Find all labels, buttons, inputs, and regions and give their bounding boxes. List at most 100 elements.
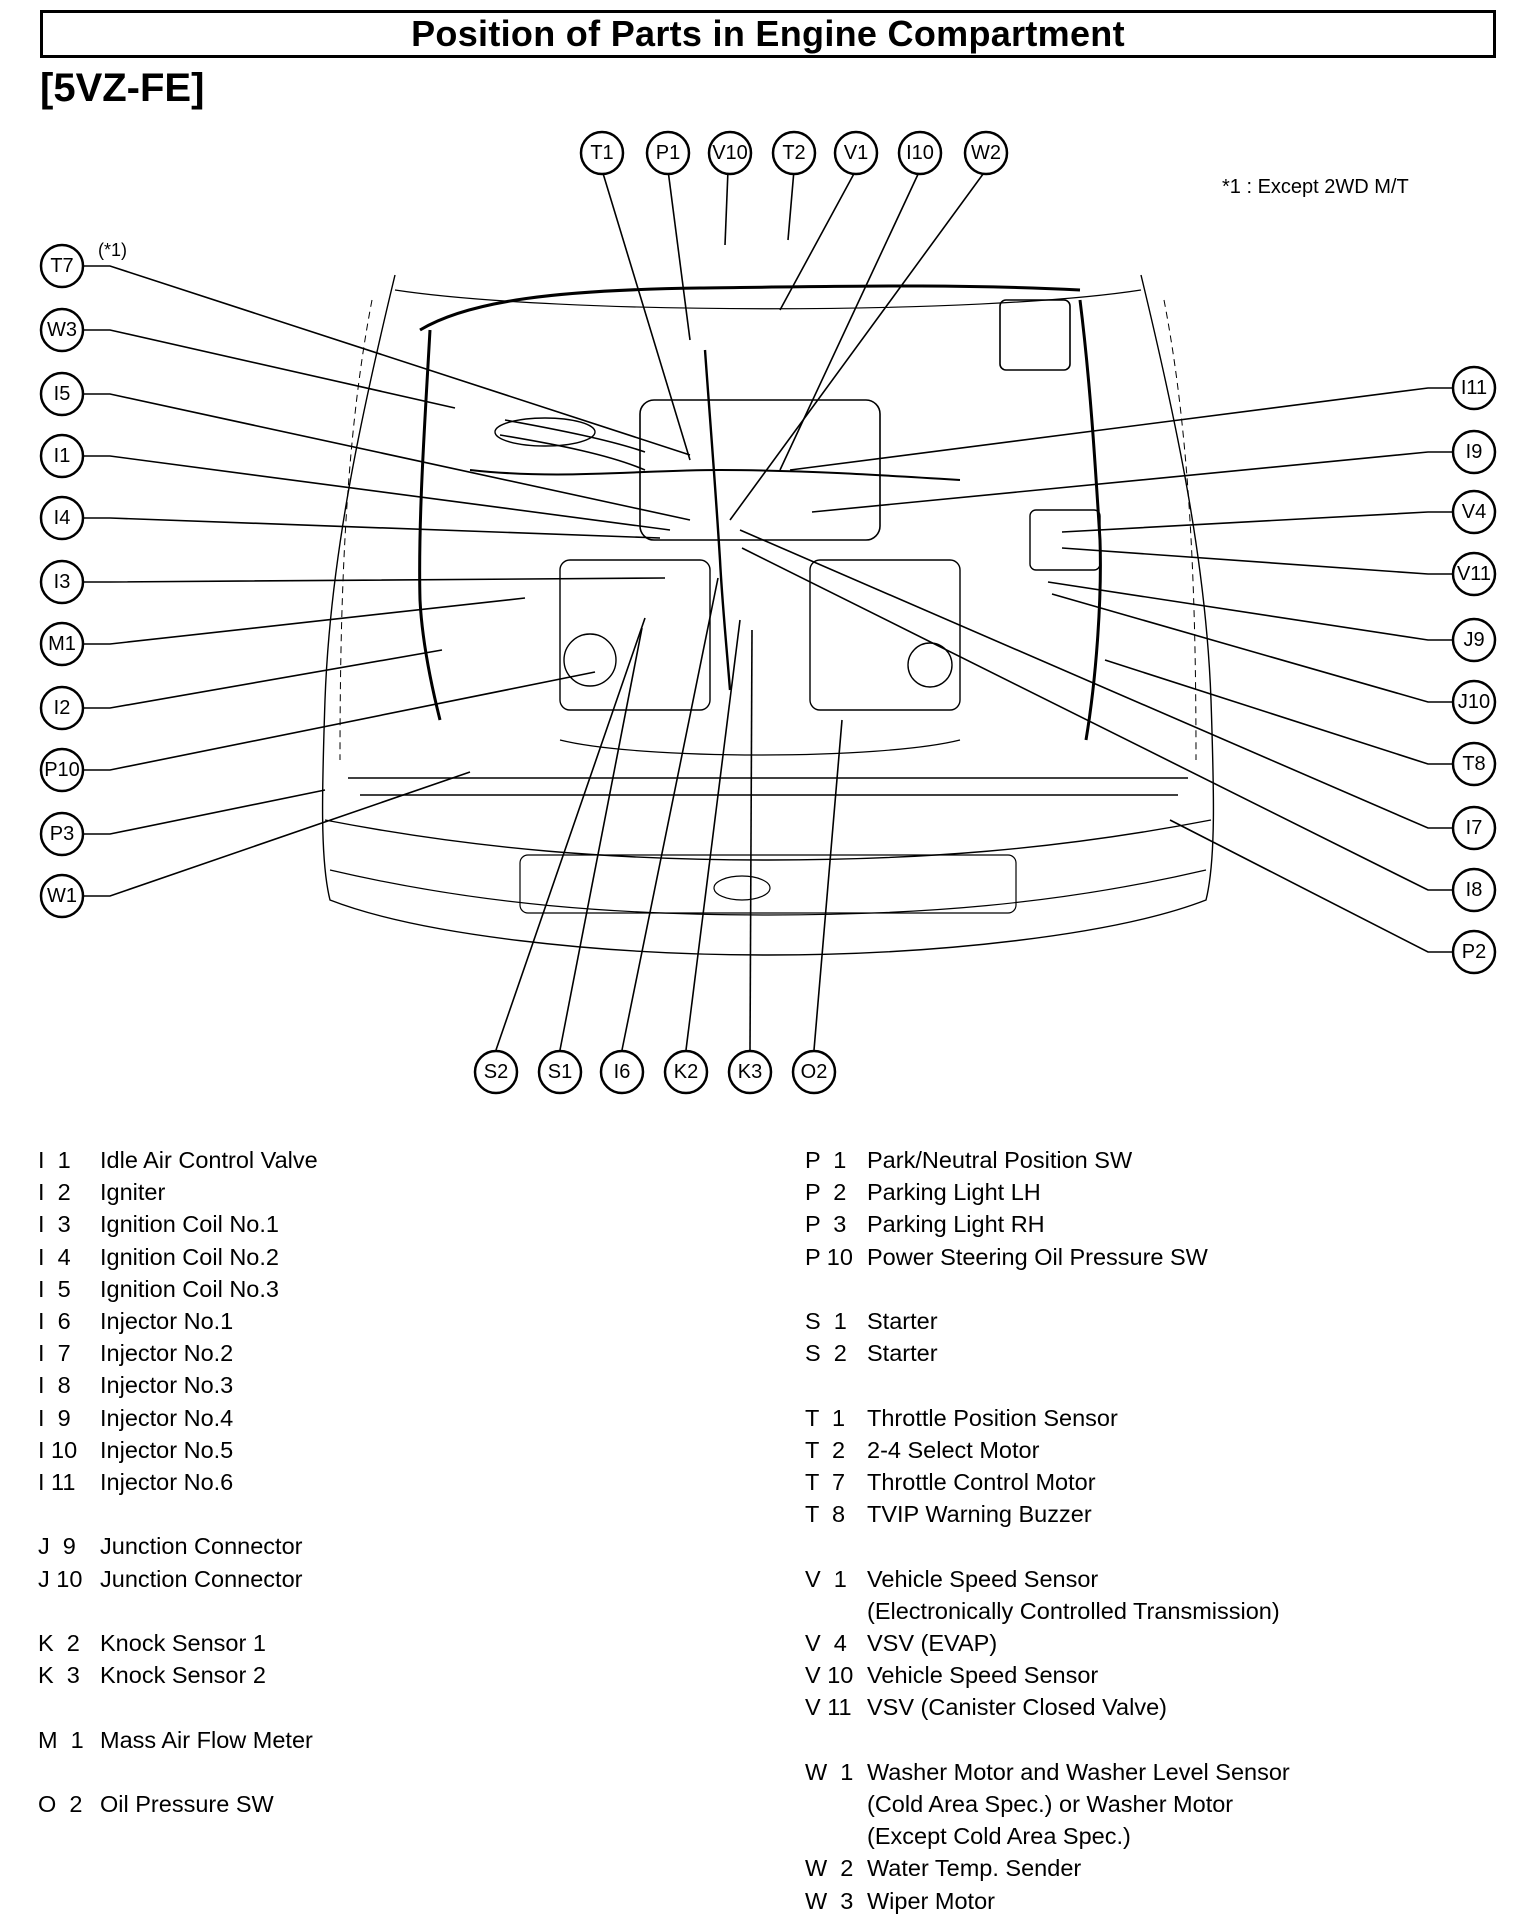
svg-text:T7: T7: [50, 255, 73, 277]
engine-code-subtitle: [5VZ-FE]: [40, 66, 205, 110]
legend-row: (Electronically Controlled Transmission): [805, 1595, 1290, 1627]
title-box: Position of Parts in Engine Compartment: [40, 10, 1496, 58]
legend-part-name: Ignition Coil No.1: [100, 1211, 279, 1238]
callout-p10: P10: [39, 747, 85, 793]
callout-t7: T7: [39, 243, 85, 289]
callout-w1: W1: [39, 873, 85, 919]
legend-code: S 1: [805, 1308, 847, 1334]
legend-code: I 4: [38, 1243, 71, 1270]
leader-m1: [84, 597, 526, 645]
engine-sketch: [321, 274, 1215, 956]
leader-i3: [84, 577, 666, 583]
fuse-box: [1029, 509, 1101, 571]
svg-text:I4: I4: [54, 507, 71, 529]
callout-p2: P2: [1451, 929, 1497, 975]
svg-text:I6: I6: [614, 1061, 631, 1083]
leader-p10: [84, 671, 596, 771]
svg-text:V10: V10: [712, 142, 748, 164]
leader-o2: [813, 719, 843, 1051]
legend-gap: [805, 1273, 1290, 1305]
callout-top: T1 P1 V10 T2 V1 I10 W2: [579, 130, 1009, 176]
legend-code: O 2: [38, 1791, 83, 1817]
legend-row: I 4 Ignition Coil No.2: [38, 1241, 318, 1273]
callout-left: T7 W3 I5 I1 I4 I3 M1 I2 P10 P3 W1: [39, 243, 85, 919]
leader-s2: [495, 617, 646, 1051]
legend-code: T 1: [805, 1404, 846, 1431]
callout-i6: I6: [599, 1049, 645, 1095]
legend-part-name: Parking Light RH: [867, 1211, 1045, 1238]
legend-part-name: Starter: [867, 1308, 938, 1334]
callout-right: I11 I9 V4 V11 J9 J10 T8 I7 I8 P2: [1451, 365, 1497, 975]
callout-t1: T1: [579, 130, 625, 176]
legend-part-name: Vehicle Speed Sensor: [867, 1662, 1099, 1689]
legend-code: I 3: [38, 1211, 71, 1238]
callout-i7: I7: [1451, 805, 1497, 851]
callout-i4: I4: [39, 495, 85, 541]
legend-code: [805, 1820, 867, 1852]
legend-code: V 1: [805, 1565, 847, 1592]
legend-part-name: (Electronically Controlled Transmission): [867, 1597, 1280, 1624]
legend-code: S 2: [805, 1340, 847, 1367]
air-cleaner-hose: [494, 417, 596, 447]
grille: [519, 854, 1017, 914]
svg-text:S1: S1: [548, 1061, 572, 1083]
leader-i2: [84, 649, 443, 709]
callout-v11: V11: [1451, 551, 1497, 597]
legend-part-name: Throttle Control Motor: [867, 1469, 1096, 1495]
legend-code: W 2: [805, 1855, 854, 1882]
leader-i10: [779, 169, 921, 471]
callout-i1: I1: [39, 433, 85, 479]
legend-part-name: Power Steering Oil Pressure SW: [867, 1243, 1208, 1270]
leader-v10: [724, 169, 729, 246]
svg-text:I8: I8: [1466, 879, 1483, 901]
body-inner-line-right: [1163, 299, 1197, 761]
legend-code: V 11: [805, 1694, 852, 1721]
bumper: [324, 819, 1212, 861]
legend-part-name: Junction Connector: [100, 1565, 303, 1592]
leader-w2: [729, 169, 987, 521]
legend-code: I 5: [38, 1275, 71, 1302]
pulley-2: [907, 642, 953, 688]
svg-text:W3: W3: [47, 319, 77, 341]
svg-text:K3: K3: [738, 1061, 762, 1083]
legend-part-name: (Except Cold Area Spec.): [867, 1823, 1131, 1850]
harness-center: [703, 349, 732, 691]
legend-part-name: Ignition Coil No.2: [100, 1243, 279, 1270]
svg-text:V4: V4: [1462, 501, 1486, 523]
leader-i7: [739, 529, 1452, 829]
svg-text:K2: K2: [674, 1061, 698, 1083]
leader-k2: [685, 619, 741, 1051]
callout-i9: I9: [1451, 429, 1497, 475]
legend-part-name: TVIP Warning Buzzer: [867, 1501, 1092, 1528]
legend-gap: [38, 1595, 318, 1627]
callout-i10: I10: [897, 130, 943, 176]
legend-part-name: Ignition Coil No.3: [100, 1275, 279, 1302]
legend-part-name: (Cold Area Spec.) or Washer Motor: [867, 1791, 1234, 1817]
legend-code: I 10: [38, 1436, 78, 1463]
svg-text:I1: I1: [54, 445, 71, 467]
legend-gap: [38, 1498, 318, 1530]
callout-w2: W2: [963, 130, 1009, 176]
intake-duct: [499, 419, 646, 471]
leader-t1: [601, 169, 691, 461]
legend-gap: [805, 1530, 1290, 1562]
t7-footnote-marker: (*1): [98, 240, 128, 260]
